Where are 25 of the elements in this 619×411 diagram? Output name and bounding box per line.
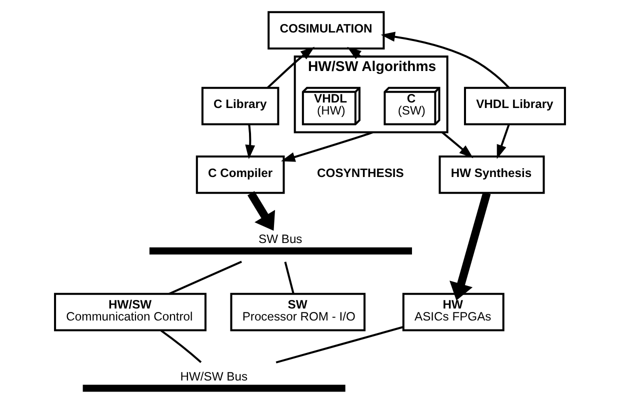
arrow xyxy=(244,124,255,160)
node-bar xyxy=(148,247,412,254)
arrow xyxy=(266,46,314,89)
arrow xyxy=(441,132,473,158)
label: COSYNTHESIS xyxy=(316,166,404,180)
node-box: SW Processor ROM - I/O xyxy=(230,292,366,332)
arrow xyxy=(280,131,372,162)
node-box: HW ASICs FPGAs xyxy=(402,292,504,332)
connector xyxy=(284,262,294,294)
node-box: VHDL Library xyxy=(463,86,566,126)
connector xyxy=(160,330,202,364)
node-box: HW Synthesis xyxy=(438,156,544,194)
arrow xyxy=(496,124,510,159)
node-box: C Compiler xyxy=(195,156,284,194)
arrow xyxy=(246,191,275,231)
node-box: HW/SW Communication Control xyxy=(54,292,206,332)
arrow xyxy=(449,192,490,300)
connector xyxy=(275,326,403,364)
node-box: COSIMULATION xyxy=(267,11,384,50)
arrow xyxy=(380,32,510,88)
node-label: SW Bus xyxy=(258,232,302,246)
node-label: HW/SW Bus xyxy=(180,369,248,384)
node-box: C Library xyxy=(200,86,279,126)
connector xyxy=(168,260,242,295)
node-bar xyxy=(82,384,345,392)
